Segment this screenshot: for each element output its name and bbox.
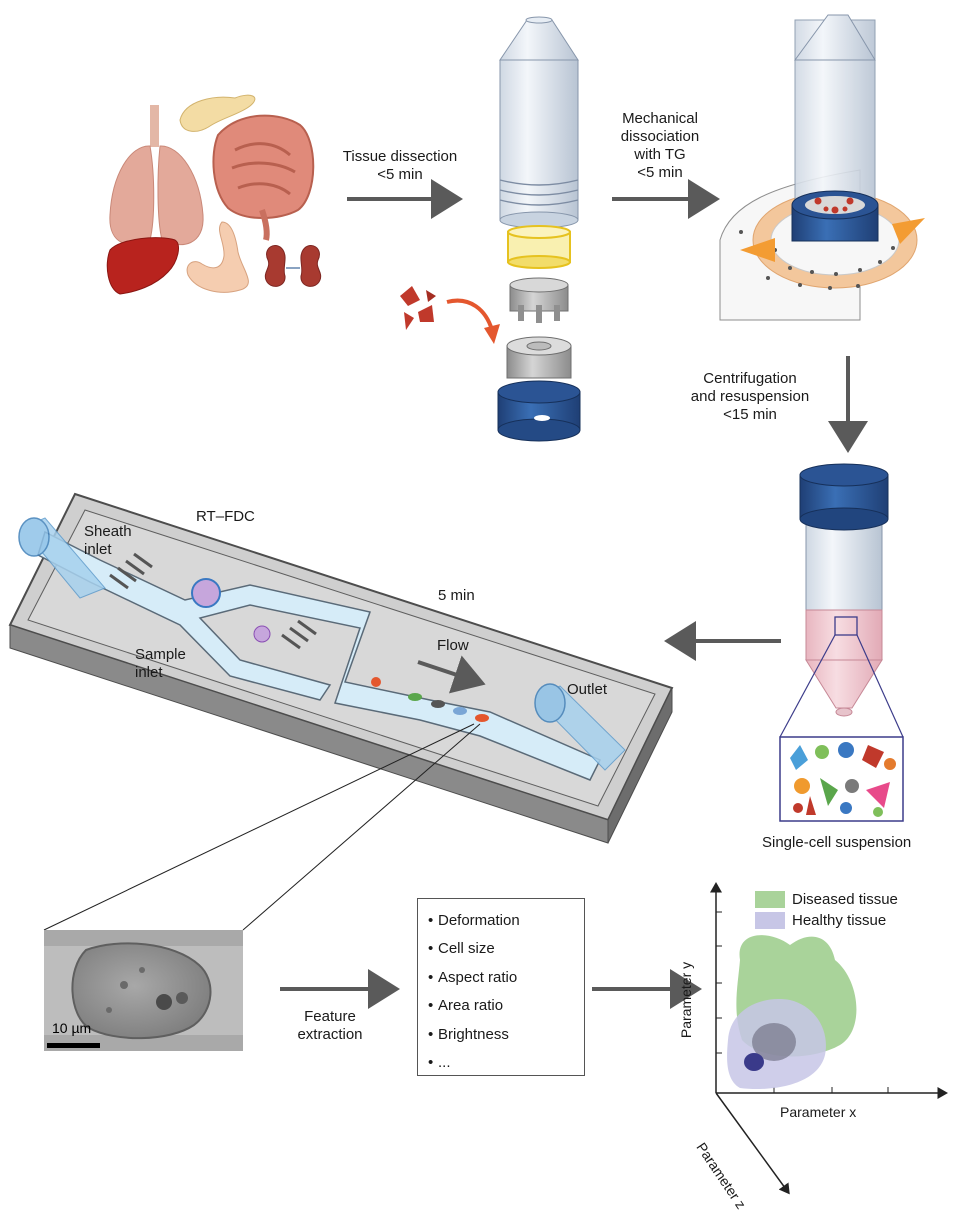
lungs-icon	[109, 105, 204, 246]
liver-icon	[106, 237, 179, 295]
chip-time-label: 5 min	[438, 587, 475, 604]
rt-fdc-chip	[8, 492, 674, 844]
legend-swatch-diseased	[755, 891, 785, 908]
z-axis	[715, 1092, 790, 1195]
outlet-label: Outlet	[567, 681, 608, 698]
x-axis-label: Parameter x	[780, 1104, 857, 1120]
suspension-label: Single-cell suspension	[762, 834, 912, 851]
sheath-inlet-label: Sheath inlet	[84, 523, 132, 558]
flow-label: Flow	[437, 637, 469, 654]
centrifugation-label: Centrifugation and resuspension <15 min	[690, 370, 810, 423]
kidneys-icon	[264, 245, 322, 287]
sample-inlet-label: Sample inlet	[135, 646, 186, 681]
gentlemacs-tube-exploded	[497, 16, 581, 442]
y-axis-label: Parameter y	[678, 961, 695, 1039]
mechanical-label: Mechanical dissociation with TG <5 min	[620, 110, 700, 181]
insert-arrow	[446, 298, 494, 331]
stomach-icon	[186, 221, 249, 293]
list-item: •Aspect ratio	[428, 968, 518, 986]
falcon-tube	[779, 463, 904, 738]
feature-space-plot	[710, 882, 948, 1195]
scale-bar-label: 10 µm	[52, 1020, 92, 1036]
list-item: •Brightness	[428, 1025, 509, 1043]
legend-healthy: Healthy tissue	[792, 912, 887, 929]
legend-swatch-healthy	[755, 912, 785, 929]
chip-title: RT–FDC	[196, 508, 255, 525]
feature-list: •Deformation •Cell size •Aspect ratio •A…	[417, 898, 585, 1076]
list-item: •Cell size	[428, 940, 495, 958]
legend-diseased: Diseased tissue	[792, 891, 898, 908]
scale-bar	[47, 1043, 100, 1048]
tissue-pieces-icon	[400, 286, 436, 330]
dissociator-instrument	[719, 14, 925, 321]
list-item: •Deformation	[428, 912, 520, 929]
organs-illustration	[106, 94, 322, 295]
flow-arrow	[417, 655, 486, 694]
intestines-icon	[212, 114, 315, 241]
pancreas-icon	[179, 94, 256, 132]
feature-extraction-label: Feature extraction	[297, 1008, 363, 1043]
single-cell-suspension-zoom	[779, 736, 904, 822]
list-item: •Area ratio	[428, 997, 504, 1015]
list-item: •...	[428, 1054, 451, 1072]
dissection-label: Tissue dissection <5 min	[342, 148, 458, 183]
